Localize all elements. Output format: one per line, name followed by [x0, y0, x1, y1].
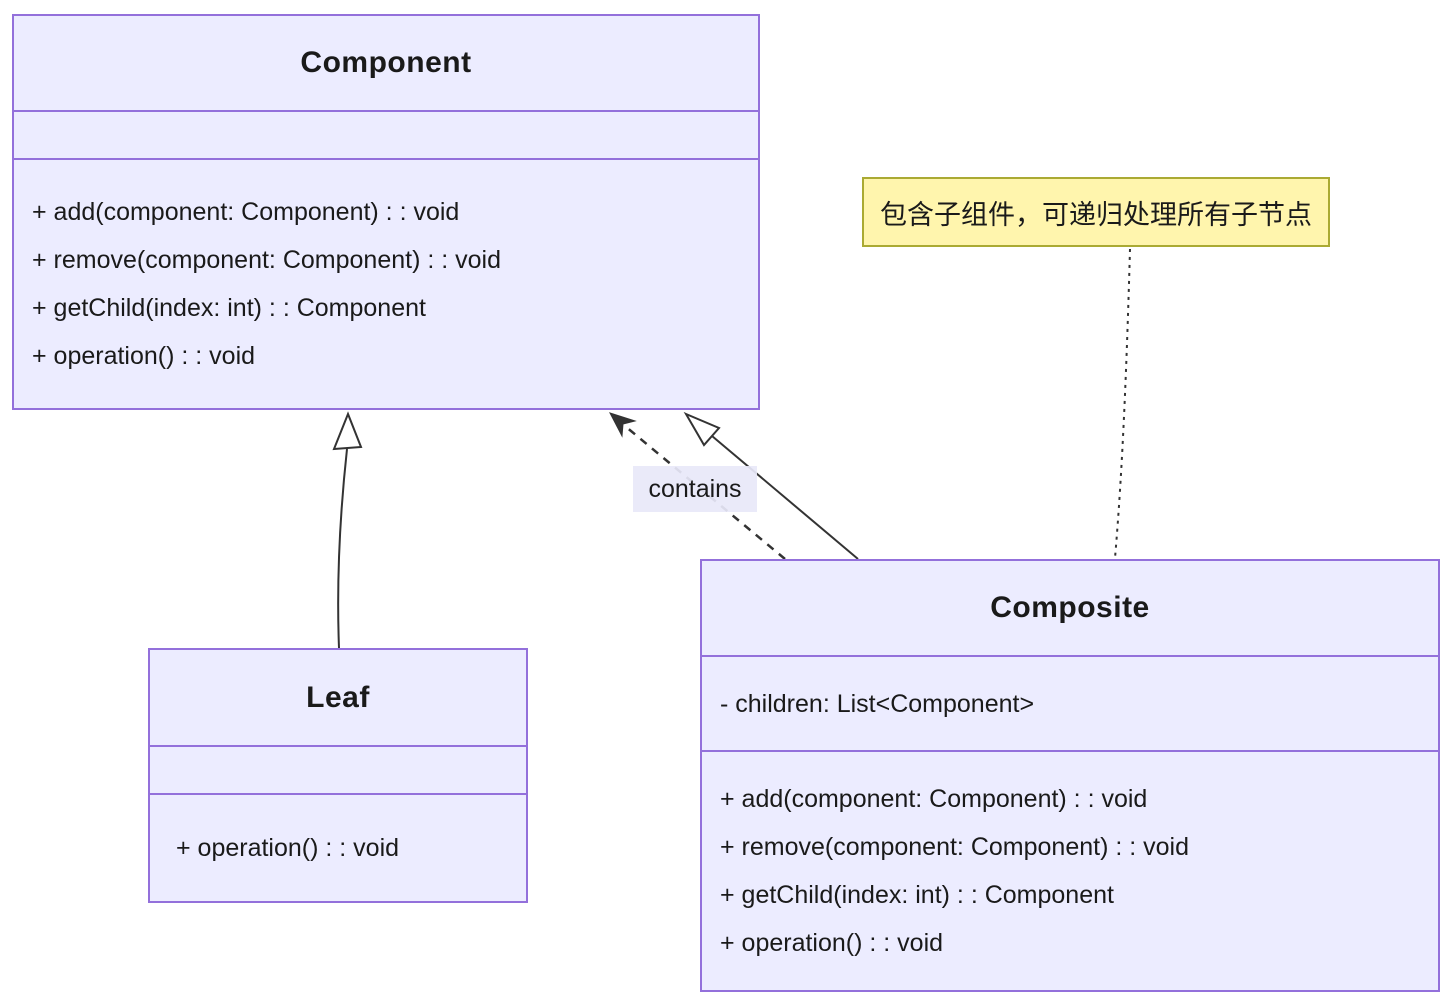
class-methods-section: + add(component: Component) : : void + r… — [14, 158, 758, 408]
class-box-leaf: Leaf + operation() : : void — [148, 648, 528, 903]
class-attributes-section — [14, 110, 758, 158]
method-row: + operation() : : void — [720, 929, 944, 957]
class-title: Leaf — [306, 680, 370, 714]
method-row: + getChild(index: int) : : Component — [32, 294, 426, 322]
composite-inheritance-hollow-triangle-icon — [683, 411, 721, 447]
edge-label-text: contains — [648, 474, 742, 503]
note-link-dotted-line — [1114, 248, 1131, 559]
class-title: Composite — [990, 591, 1150, 624]
method-row: + remove(component: Component) : : void — [720, 833, 1189, 861]
method-row: + add(component: Component) : : void — [720, 785, 1148, 813]
class-attributes-section — [150, 745, 526, 793]
class-title: Component — [300, 46, 472, 79]
note: 包含子组件，可递归处理所有子节点 — [862, 177, 1330, 247]
class-attributes-section: - children: List<Component> — [702, 655, 1438, 750]
leaf-inheritance-line — [337, 448, 348, 649]
leaf-inheritance-hollow-triangle-icon — [332, 411, 363, 451]
method-row: + getChild(index: int) : : Component — [720, 881, 1114, 909]
class-box-component: Component + add(component: Component) : … — [12, 14, 760, 410]
attribute-row: - children: List<Component> — [720, 689, 1035, 718]
method-row: + operation() : : void — [176, 834, 400, 862]
note-text: 包含子组件，可递归处理所有子节点 — [880, 199, 1312, 230]
class-methods-section: + add(component: Component) : : void + r… — [702, 750, 1438, 990]
class-methods-section: + operation() : : void — [150, 793, 526, 901]
method-row: + operation() : : void — [32, 342, 256, 370]
contains-dependency-dashed-line — [624, 425, 786, 560]
method-row: + add(component: Component) : : void — [32, 198, 460, 226]
composite-inheritance-line — [711, 435, 859, 560]
class-box-composite: Composite - children: List<Component> + … — [700, 559, 1440, 992]
contains-dependency-filled-arrowhead-icon — [608, 412, 637, 438]
edge-label-contains: contains — [633, 466, 757, 512]
method-row: + remove(component: Component) : : void — [32, 246, 501, 274]
